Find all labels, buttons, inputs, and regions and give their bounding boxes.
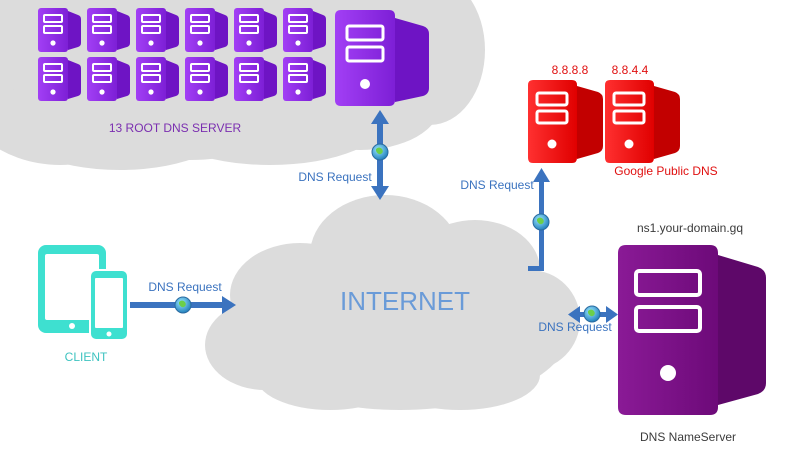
root-server-icon <box>87 8 130 52</box>
client-phone <box>89 269 129 341</box>
root-server-icon <box>283 57 326 101</box>
root-server-icon <box>185 8 228 52</box>
globe-packet-icon <box>371 143 389 161</box>
google-ip-2: 8.8.4.4 <box>612 63 649 77</box>
internet-label: INTERNET <box>340 286 470 316</box>
root-server-main <box>335 10 429 106</box>
nameserver-host-label: ns1.your-domain.gq <box>637 221 743 235</box>
root-server-icon <box>234 57 277 101</box>
google-server-1 <box>528 80 603 163</box>
root-server-icon <box>38 8 81 52</box>
internet-cloud <box>205 195 580 410</box>
globe-packet-icon <box>583 305 601 323</box>
google-ip-1: 8.8.8.8 <box>552 63 589 77</box>
root-server-icon <box>136 57 179 101</box>
root-server-icon <box>283 8 326 52</box>
root-server-grid <box>38 8 326 101</box>
dns-request-root-label: DNS Request <box>298 170 372 184</box>
nameserver-label: DNS NameServer <box>640 430 736 444</box>
dns-request-client-label: DNS Request <box>148 280 222 294</box>
client-label: CLIENT <box>65 350 108 364</box>
root-server-icon <box>87 57 130 101</box>
root-server-icon <box>136 8 179 52</box>
globe-packet-icon <box>174 296 192 314</box>
root-servers-label: 13 ROOT DNS SERVER <box>109 121 242 135</box>
root-server-icon <box>185 57 228 101</box>
globe-packet-icon <box>532 213 550 231</box>
nameserver-server <box>618 245 766 415</box>
google-dns-label: Google Public DNS <box>614 164 717 178</box>
google-server-2 <box>605 80 680 163</box>
dns-request-google-label: DNS Request <box>460 178 534 192</box>
root-server-icon <box>234 8 277 52</box>
dns-request-nameserver-label: DNS Request <box>538 320 612 334</box>
root-server-icon <box>38 57 81 101</box>
